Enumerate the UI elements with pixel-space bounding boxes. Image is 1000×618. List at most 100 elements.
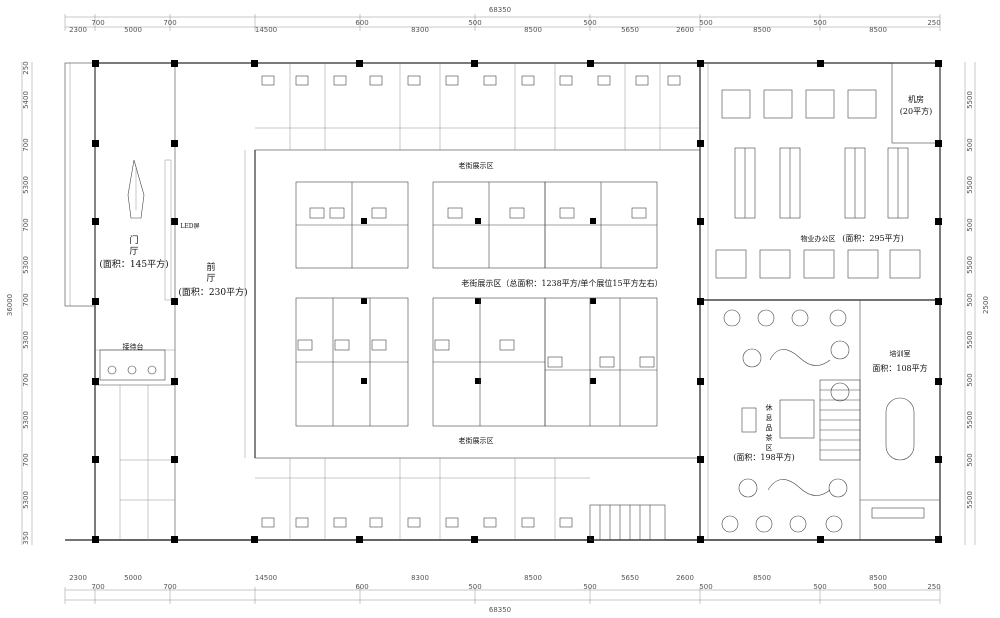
dim-top: 500 <box>813 19 826 27</box>
dim-right: 5500 <box>966 411 974 429</box>
exhibit-booths-top <box>255 63 700 150</box>
dim-bottom-sub: 700 <box>91 583 104 591</box>
machine-room-label: 机房 <box>908 94 924 104</box>
dim-top: 500 <box>583 19 596 27</box>
dim-left-column: 250 5400 700 5300 700 5300 700 5300 700 … <box>22 61 30 544</box>
dim-left: 5300 <box>22 331 30 349</box>
lounge-area: (面积：198平方) <box>733 452 795 462</box>
dim-bottom-sub: 500 <box>813 583 826 591</box>
lobby-label-a: 门 <box>129 234 138 246</box>
room-labels: 门 厅 (面积：145平方) 前 厅 (面积：230平方) 接待台 LED屏 老… <box>99 94 932 462</box>
dim-right-column: 5500 500 5500 500 5500 500 5500 500 5500… <box>966 91 974 509</box>
stairwell <box>589 504 666 541</box>
lounge-char: 息 <box>766 413 773 422</box>
office-workstations <box>715 89 921 279</box>
dim-left: 5300 <box>22 256 30 274</box>
dim-bottom: 14500 <box>255 574 277 582</box>
dim-bottom: 8500 <box>524 574 542 582</box>
lounge-char: 品 <box>766 424 773 432</box>
dim-right: 500 <box>966 373 974 386</box>
dim-right: 500 <box>966 453 974 466</box>
dim-left: 700 <box>22 138 30 151</box>
dim-left: 5300 <box>22 411 30 429</box>
total-width-bottom: 68350 <box>489 606 511 614</box>
reception-label: 接待台 <box>123 342 144 351</box>
foyer-label-b: 厅 <box>206 273 215 284</box>
dim-left: 5300 <box>22 176 30 194</box>
dim-top: 700 <box>163 19 176 27</box>
dim-top: 8500 <box>753 26 771 34</box>
dim-top: 8500 <box>869 26 887 34</box>
dim-bottom-sub: 500 <box>468 583 481 591</box>
total-height-right: 2500 <box>982 296 990 314</box>
dim-left: 700 <box>22 453 30 466</box>
led-label: LED屏 <box>180 223 199 230</box>
foyer-area: (面积：230平方) <box>178 286 247 298</box>
dim-top: 5000 <box>124 26 142 34</box>
dim-left: 700 <box>22 373 30 386</box>
reception-desk <box>99 349 166 381</box>
dim-top: 700 <box>91 19 104 27</box>
structural-columns <box>92 60 942 543</box>
total-height-left: 36000 <box>6 294 14 316</box>
lounge-char: 区 <box>766 444 773 452</box>
exhibit-bottom-label: 老街展示区 <box>459 436 494 445</box>
dim-bottom: 5650 <box>621 574 639 582</box>
dim-bottom: 5000 <box>124 574 142 582</box>
dim-top: 8300 <box>411 26 429 34</box>
dim-right: 500 <box>966 293 974 306</box>
dim-top: 2300 <box>69 26 87 34</box>
dim-top: 5650 <box>621 26 639 34</box>
central-booth-blocks <box>295 181 658 427</box>
total-width-top: 68350 <box>489 6 511 14</box>
foyer-label-a: 前 <box>206 261 215 273</box>
dim-right: 5500 <box>966 91 974 109</box>
dim-bottom: 8300 <box>411 574 429 582</box>
dim-bottom: 8500 <box>869 574 887 582</box>
dim-left: 5400 <box>22 91 30 109</box>
dim-bottom: 2300 <box>69 574 87 582</box>
dimension-lines: 68350 68350 36000 2500 2300 700 5000 700… <box>6 6 990 614</box>
training-label: 培训室 <box>890 349 911 358</box>
dim-bottom: 2600 <box>676 574 694 582</box>
machine-room-area: (20平方) <box>900 106 932 116</box>
dim-right: 5500 <box>966 176 974 194</box>
lounge-char: 茶 <box>766 433 773 442</box>
dim-bottom: 8500 <box>753 574 771 582</box>
training-area: 面积：108平方 <box>872 363 927 373</box>
dim-top: 2600 <box>676 26 694 34</box>
dim-left: 700 <box>22 293 30 306</box>
outer-walls <box>64 62 941 541</box>
dim-top: 8500 <box>524 26 542 34</box>
dim-top: 500 <box>699 19 712 27</box>
dim-left: 700 <box>22 218 30 231</box>
office-area: (面积：295平方) <box>842 233 904 243</box>
dim-bottom-sub: 500 <box>699 583 712 591</box>
boat-sculpture <box>127 159 145 219</box>
dim-top: 600 <box>355 19 368 27</box>
dim-top: 500 <box>468 19 481 27</box>
lounge-furniture <box>721 309 861 533</box>
dim-bottom-sub: 700 <box>163 583 176 591</box>
interior-walls <box>95 62 941 540</box>
dim-top: 250 <box>927 19 940 27</box>
dim-left: 250 <box>22 61 30 74</box>
lobby <box>99 159 172 381</box>
exhibit-top-label: 老街展示区 <box>459 161 494 170</box>
dim-right: 5500 <box>966 491 974 509</box>
dim-right: 500 <box>966 138 974 151</box>
lobby-area: (面积：145平方) <box>99 258 168 270</box>
office-label: 物业办公区 <box>801 234 836 243</box>
dim-left: 5300 <box>22 491 30 509</box>
exhibit-booths-bottom <box>255 458 590 540</box>
lobby-label-b: 厅 <box>129 246 138 257</box>
dim-left: 350 <box>22 531 30 544</box>
lounge-char: 休 <box>766 403 773 412</box>
dim-bottom-sub: 250 <box>927 583 940 591</box>
dim-top: 14500 <box>255 26 277 34</box>
dim-right: 5500 <box>966 256 974 274</box>
exhibit-mid-label: 老街展示区（总面积：1238平方/单个展位15平方左右） <box>461 278 662 288</box>
dim-bottom-sub: 500 <box>873 583 886 591</box>
booth-furniture <box>261 75 681 528</box>
